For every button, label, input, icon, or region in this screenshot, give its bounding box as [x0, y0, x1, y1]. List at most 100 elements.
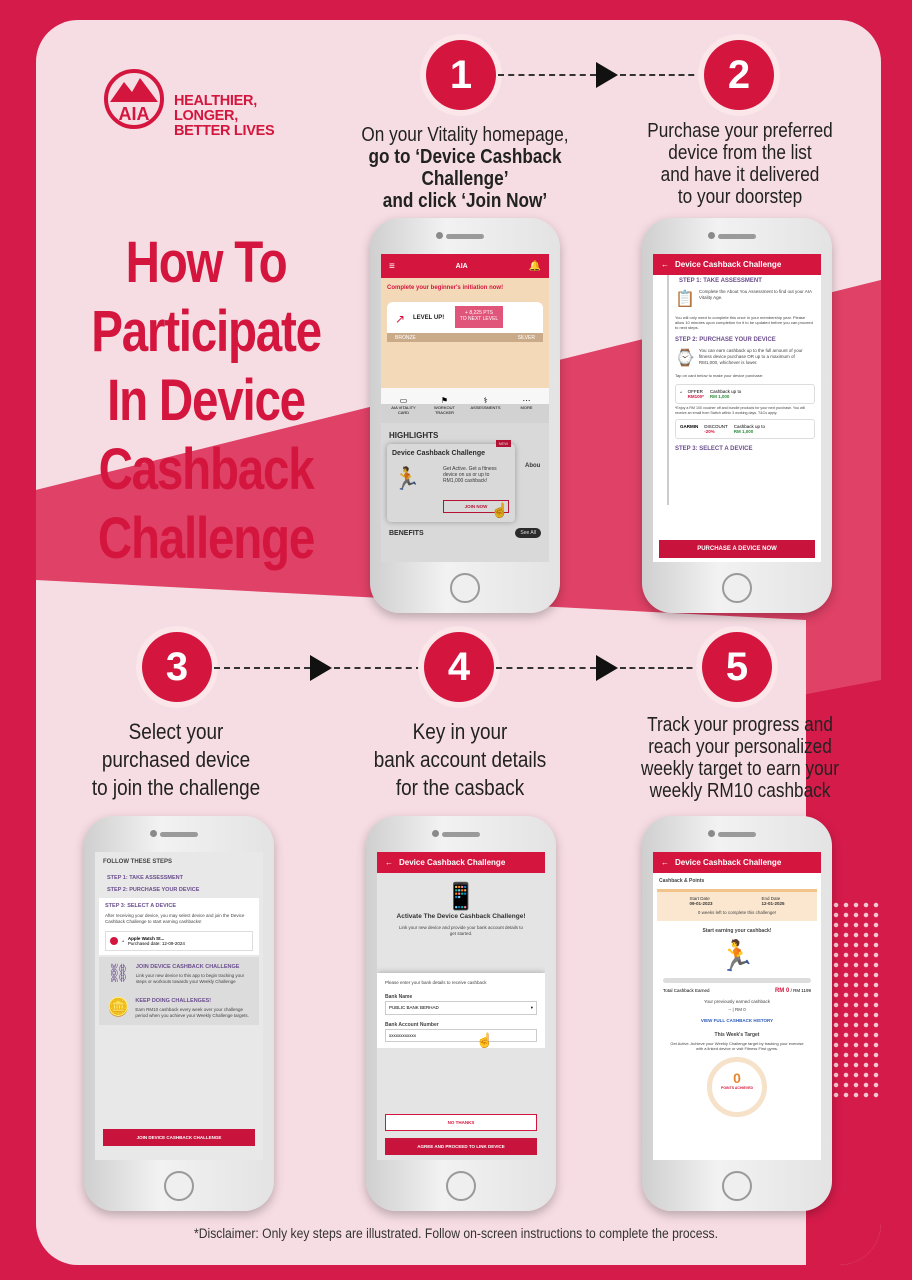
phone-1: ≡ AIA 🔔 Complete your beginner's initiatio…: [370, 218, 560, 613]
join-challenge-button[interactable]: JOIN DEVICE CASHBACK CHALLENGE: [103, 1129, 255, 1146]
connector-dash: [620, 667, 702, 669]
hand-pointer-icon: ☝: [476, 1032, 494, 1048]
step-4-number: 4: [424, 632, 494, 702]
switch-logo-icon: 𝓈: [680, 389, 682, 394]
connector-dash: [214, 667, 310, 669]
phone-2-screen: ←Device Cashback Challenge STEP 1: TAKE …: [653, 254, 821, 562]
activate-panel: 📱 Activate The Device Cashback Challenge…: [377, 873, 545, 973]
link-chain-icon: ⛓: [107, 963, 130, 983]
step-1-caption: On your Vitality homepage, go to ‘Device…: [361, 124, 569, 212]
phone-2: ←Device Cashback Challenge STEP 1: TAKE …: [642, 218, 832, 613]
aia-small-logo-icon: AIA: [455, 262, 468, 270]
bank-form: Please enter your bank details to receiv…: [377, 973, 545, 1048]
app-header: ←Device Cashback Challenge: [653, 254, 821, 275]
title-line: How To: [125, 230, 288, 295]
device-option[interactable]: 𝓈 Apple Watch St...Purchased date: 12-09…: [105, 931, 253, 951]
purchase-device-button[interactable]: PURCHASE A DEVICE NOW: [659, 540, 815, 558]
more-icon: ⋯: [522, 396, 531, 405]
select-device-panel: STEP 3: SELECT A DEVICE After receiving …: [99, 898, 259, 955]
cashback-history-link[interactable]: VIEW FULL CASHBACK HISTORY: [700, 1018, 774, 1023]
step-4-caption: Key in your bank account details for the…: [373, 719, 547, 800]
highlights-carousel: NEW Device Cashback Challenge 🏃 Get Acti…: [381, 440, 549, 524]
points-ring: 0 POINTS ACHIEVED: [707, 1057, 767, 1117]
switch-logo-icon: 𝓈: [122, 938, 124, 944]
aia-logo-icon: AIA: [104, 69, 164, 129]
card-icon: ▭: [399, 396, 408, 405]
shortcut-nav: ▭AIA VITALITY CARD ⚑WORKOUT TRACKER ⚕ASS…: [381, 388, 549, 423]
phone-5-screen: ←Device Cashback Challenge Cashback & Po…: [653, 852, 821, 1160]
step-1-item[interactable]: STEP 1: TAKE ASSESSMENT: [107, 875, 183, 881]
new-badge: NEW: [495, 440, 511, 447]
nav-more[interactable]: ⋯MORE: [509, 396, 545, 415]
phone-1-screen: ≡ AIA 🔔 Complete your beginner's initiatio…: [381, 254, 549, 562]
connector-dash: [620, 74, 704, 76]
connector-dash: [496, 667, 596, 669]
phone-5: ←Device Cashback Challenge Cashback & Po…: [642, 816, 832, 1211]
watch-icon: ⌚: [675, 350, 695, 367]
bell-icon[interactable]: 🔔: [528, 260, 541, 272]
tagline-line: HEALTHIER, LONGER,: [174, 93, 257, 124]
see-all-button[interactable]: See All: [515, 528, 541, 538]
menu-icon[interactable]: ≡: [389, 260, 395, 272]
keep-info: 🪙 KEEP DOING CHALLENGES!Earn RM10 cashba…: [99, 991, 259, 1025]
title-line: In Device: [107, 368, 306, 433]
home-button: [450, 573, 480, 603]
back-arrow-icon[interactable]: ←: [385, 858, 393, 867]
home-button: [722, 573, 752, 603]
title-line: Participate: [91, 299, 322, 364]
agree-button[interactable]: AGREE AND PROCEED TO LINK DEVICE: [385, 1138, 537, 1155]
phone-3: FOLLOW THESE STEPS STEP 1: TAKE ASSESSME…: [84, 816, 274, 1211]
steps-list: STEP 1: TAKE ASSESSMENT 📋Complete the Ab…: [667, 275, 821, 505]
arrow-right-icon: [310, 655, 332, 681]
app-header: ←Device Cashback Challenge: [653, 852, 821, 873]
back-arrow-icon[interactable]: ←: [661, 858, 669, 867]
benefits-row: BENEFITS See All: [381, 524, 549, 542]
hand-pointer-icon: ☝: [491, 502, 509, 518]
bank-name-select[interactable]: PUBLIC BANK BERHAD▾: [385, 1001, 537, 1015]
tagline-line: BETTER LIVES: [174, 123, 275, 139]
step-2-caption: Purchase your preferred device from the …: [647, 120, 833, 208]
step-1-heading[interactable]: STEP 1: TAKE ASSESSMENT: [679, 278, 762, 284]
step-2-item[interactable]: STEP 2: PURCHASE YOUR DEVICE: [107, 887, 200, 893]
initiation-panel: Complete your beginner's initiation now!…: [381, 278, 549, 388]
account-number-input[interactable]: xxxxxxxxxxxx☝: [385, 1029, 537, 1048]
join-now-button[interactable]: JOIN NOW: [443, 500, 509, 513]
brand-tagline: HEALTHIER, LONGER, BETTER LIVES: [174, 94, 320, 139]
step-3-caption: Select your purchased device to join the…: [91, 719, 261, 800]
step-1-number: 1: [426, 40, 496, 110]
connector-dash: [498, 74, 596, 76]
app-header: ←Device Cashback Challenge: [377, 852, 545, 873]
radio-selected-icon[interactable]: [110, 937, 118, 945]
step-3-heading[interactable]: STEP 3: SELECT A DEVICE: [675, 446, 753, 452]
disclaimer: *Disclaimer: Only key steps are illustra…: [193, 1226, 718, 1241]
no-thanks-button[interactable]: NO THANKS: [385, 1114, 537, 1131]
runner-icon: ⚑: [440, 396, 449, 405]
arrow-right-icon: [596, 62, 618, 88]
home-button: [446, 1171, 476, 1201]
about-card[interactable]: Abou: [521, 450, 549, 516]
aia-logo: AIA HEALTHIER, LONGER, BETTER LIVES: [100, 68, 320, 139]
nav-vitality-card[interactable]: ▭AIA VITALITY CARD: [386, 396, 422, 415]
highlights-heading: HIGHLIGHTS: [389, 431, 439, 440]
step-5-caption: Track your progress and reach your perso…: [641, 714, 839, 802]
runner-coin-illustration-icon: 🏃: [718, 940, 756, 973]
nav-workout-tracker[interactable]: ⚑WORKOUT TRACKER: [427, 396, 463, 415]
phone-check-icon: 📱: [444, 881, 478, 911]
device-cashback-card[interactable]: NEW Device Cashback Challenge 🏃 Get Acti…: [387, 440, 515, 522]
runner-illustration-icon: 🏃: [393, 466, 421, 491]
page-title: How To Participate In Device Cashback Ch…: [91, 228, 322, 573]
cashback-progress-bar: [663, 978, 811, 983]
title-line: Cashback: [98, 437, 315, 502]
back-arrow-icon[interactable]: ←: [661, 260, 669, 269]
nav-assessments[interactable]: ⚕ASSESSMENTS: [468, 396, 504, 415]
phone-4-screen: ←Device Cashback Challenge 📱 Activate Th…: [377, 852, 545, 1160]
clipboard-icon: 📋: [675, 291, 695, 308]
step-5-number: 5: [702, 632, 772, 702]
step-2-heading[interactable]: STEP 2: PURCHASE YOUR DEVICE: [675, 337, 776, 343]
